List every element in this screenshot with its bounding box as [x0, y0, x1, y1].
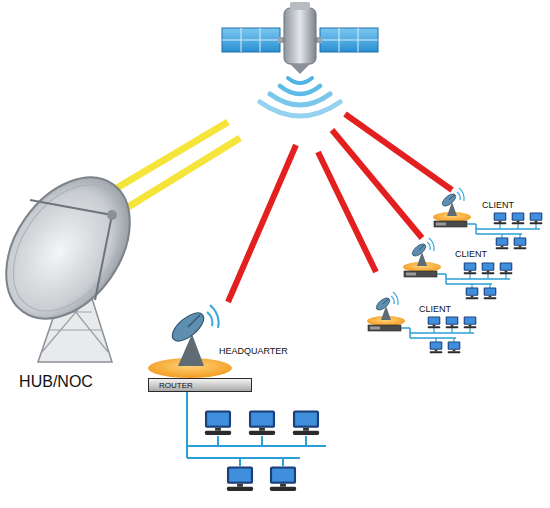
hub-antenna	[95, 215, 112, 300]
site-label: CLIENT	[482, 201, 532, 210]
lan-wiring	[239, 458, 241, 466]
hub-antenna	[0, 165, 145, 331]
lan-computers	[249, 410, 275, 435]
router-box: ROUTER	[148, 378, 252, 392]
headquarter-antenna	[168, 308, 209, 346]
hub-antenna	[0, 154, 155, 362]
satellite	[290, 2, 310, 10]
signal-waves	[280, 86, 320, 94]
client-site	[433, 188, 542, 249]
lan-wiring	[261, 436, 263, 446]
uplink-beam	[120, 138, 240, 212]
satellite	[320, 40, 378, 41]
hub-antenna	[30, 200, 112, 215]
hub-antenna	[107, 210, 117, 220]
signal-waves	[288, 78, 312, 83]
satellite	[284, 8, 316, 64]
downlink-beam	[345, 114, 452, 190]
lan-computers	[270, 466, 296, 491]
lan-wiring	[217, 436, 219, 446]
satellite	[320, 28, 378, 52]
hub-antenna	[0, 154, 155, 341]
site-label: CLIENT	[419, 305, 469, 314]
site-label: CLIENT	[455, 250, 505, 259]
satellite	[222, 2, 378, 74]
lan-computers	[227, 466, 253, 491]
satellite	[222, 40, 280, 41]
client-site	[403, 238, 512, 299]
lan-computers	[205, 410, 231, 435]
headquarter-antenna	[148, 305, 232, 378]
satellite	[222, 28, 280, 52]
lan-wiring	[186, 392, 188, 458]
site-label: HUB/NOC	[10, 374, 102, 390]
headquarter-antenna	[210, 305, 219, 328]
lan-computers	[293, 410, 319, 435]
downlink-beam	[228, 145, 296, 302]
lan-wiring	[282, 458, 284, 466]
headquarter-antenna	[188, 315, 200, 327]
lan-wiring	[187, 392, 326, 466]
headquarter-antenna	[207, 312, 212, 326]
site-label: HEADQUARTER	[219, 347, 299, 356]
client-site	[367, 188, 542, 353]
signal-waves	[260, 78, 340, 116]
satellite	[290, 64, 310, 74]
client-site	[367, 292, 476, 353]
lan-computers	[205, 410, 319, 491]
downlink-beam	[332, 130, 422, 238]
signal-waves	[270, 94, 330, 105]
signal-waves	[260, 102, 340, 116]
lan-wiring	[305, 436, 307, 446]
node-text: ROUTER	[159, 381, 193, 390]
